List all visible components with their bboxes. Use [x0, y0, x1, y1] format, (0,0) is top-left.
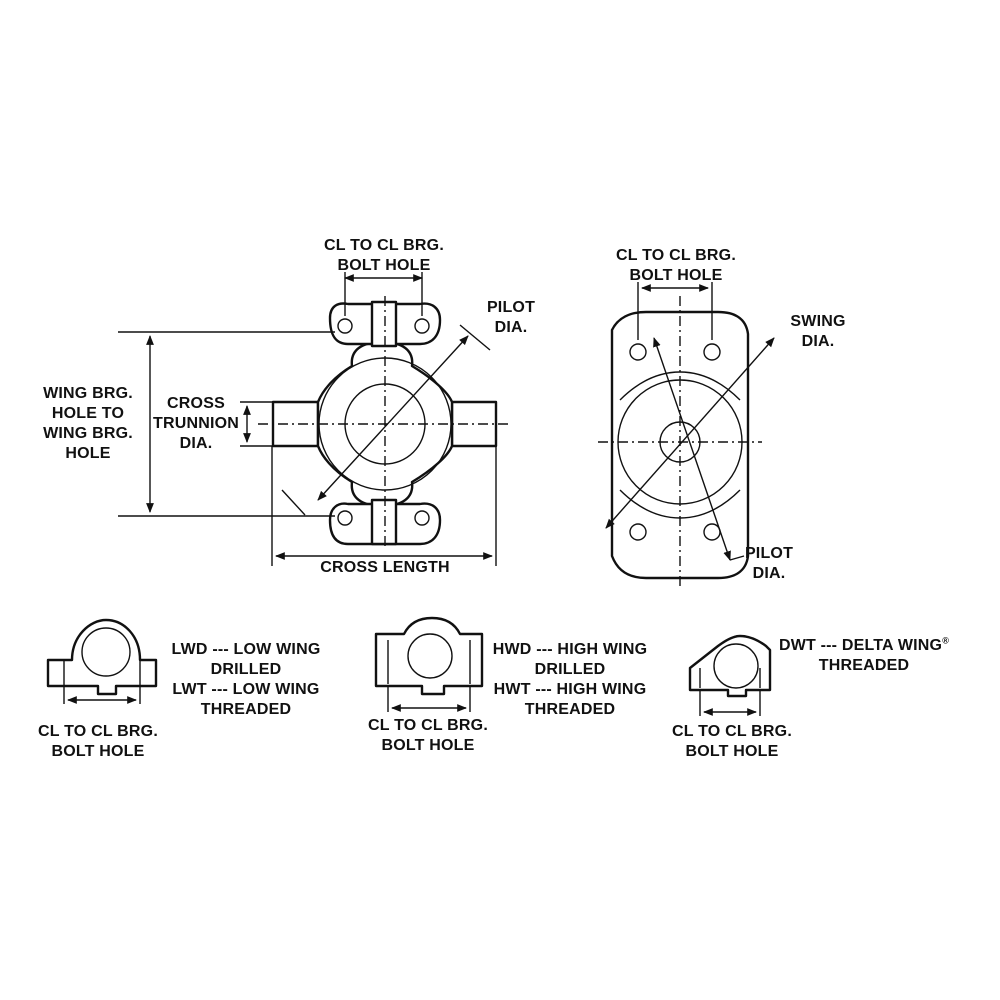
registered-mark: ®	[942, 635, 950, 646]
top-bearing-cup	[370, 300, 398, 348]
wing-brg-line2: HOLE TO	[51, 405, 125, 422]
dwt-text: DWT --- DELTA WING	[778, 637, 943, 654]
side-pilot-dia-line1: PILOT	[744, 545, 794, 562]
cross-trunnion-line2: TRUNNION	[152, 415, 240, 432]
front-pilot-dia-line2: DIA.	[494, 319, 528, 336]
side-pilot-dia-label: PILOT DIA.	[734, 544, 804, 584]
dwt-line1: DWT --- DELTA WING®	[764, 636, 964, 656]
hwt-label: HWT --- HIGH WING THREADED	[480, 680, 660, 720]
swing-dia-line2: DIA.	[801, 333, 835, 350]
hwd-label: HWD --- HIGH WING DRILLED	[480, 640, 660, 680]
swing-dia-line1: SWING	[790, 313, 846, 330]
cross-length-label: CROSS LENGTH	[320, 559, 450, 576]
lwt-line2: THREADED	[200, 701, 292, 718]
lwt-label: LWT --- LOW WING THREADED	[154, 680, 338, 720]
dwt-label: DWT --- DELTA WING® THREADED	[764, 636, 964, 676]
wing-brg-line3: WING BRG.	[43, 425, 133, 442]
low-wing-cl-line2: BOLT HOLE	[51, 743, 145, 760]
front-cl-to-cl-line2: BOLT HOLE	[337, 257, 431, 274]
top-left-bolt-hole	[337, 318, 353, 334]
front-view-dimensions	[118, 272, 497, 566]
side-pilot-dia-line2: DIA.	[752, 565, 786, 582]
wing-brg-line4: HOLE	[65, 445, 111, 462]
delta-wing-cl-line1: CL TO CL BRG.	[672, 723, 792, 740]
front-cl-to-cl-line1: CL TO CL BRG.	[324, 237, 444, 254]
hwd-line1: HWD --- HIGH WING	[492, 641, 648, 658]
side-view-dimensions	[637, 282, 713, 340]
lwd-label: LWD --- LOW WING DRILLED	[154, 640, 338, 680]
lwd-line2: DRILLED	[210, 661, 282, 678]
wing-brg-hole-label: WING BRG. HOLE TO WING BRG. HOLE	[28, 384, 148, 464]
cross-trunnion-label: CROSS TRUNNION DIA.	[148, 394, 244, 454]
low-wing-profile	[46, 618, 158, 704]
swing-dia-label: SWING DIA.	[780, 312, 856, 352]
side-view-yoke	[598, 296, 775, 590]
top-right-bolt-hole	[414, 318, 430, 334]
high-wing-cl-line1: CL TO CL BRG.	[368, 717, 488, 734]
high-wing-profile	[374, 616, 484, 712]
side-cl-to-cl-line2: BOLT HOLE	[629, 267, 723, 284]
wing-brg-line1: WING BRG.	[43, 385, 133, 402]
high-wing-cl-to-cl-label: CL TO CL BRG. BOLT HOLE	[350, 716, 506, 756]
low-wing-cl-to-cl-label: CL TO CL BRG. BOLT HOLE	[20, 722, 176, 762]
lwt-line1: LWT --- LOW WING	[172, 681, 320, 698]
low-wing-cl-line1: CL TO CL BRG.	[38, 723, 158, 740]
hwt-line1: HWT --- HIGH WING	[493, 681, 647, 698]
cross-trunnion-line3: DIA.	[179, 435, 213, 452]
hwd-line2: DRILLED	[534, 661, 606, 678]
bottom-left-bolt-hole	[337, 510, 353, 526]
hwt-line2: THREADED	[524, 701, 616, 718]
bottom-bearing-cup	[370, 498, 398, 546]
side-cl-to-cl-line1: CL TO CL BRG.	[616, 247, 736, 264]
delta-wing-profile	[688, 634, 772, 716]
delta-wing-cl-line2: BOLT HOLE	[685, 743, 779, 760]
lwd-line1: LWD --- LOW WING	[171, 641, 321, 658]
side-cl-to-cl-label: CL TO CL BRG. BOLT HOLE	[598, 246, 754, 286]
high-wing-cl-line2: BOLT HOLE	[381, 737, 475, 754]
front-cl-to-cl-label: CL TO CL BRG. BOLT HOLE	[306, 236, 462, 276]
front-pilot-dia-line1: PILOT	[486, 299, 536, 316]
front-view-cross	[258, 296, 510, 550]
front-pilot-dia-label: PILOT DIA.	[476, 298, 546, 338]
delta-wing-cl-to-cl-label: CL TO CL BRG. BOLT HOLE	[654, 722, 810, 762]
dwt-line2: THREADED	[818, 657, 910, 674]
cross-trunnion-line1: CROSS	[167, 395, 225, 412]
bottom-right-bolt-hole	[414, 510, 430, 526]
